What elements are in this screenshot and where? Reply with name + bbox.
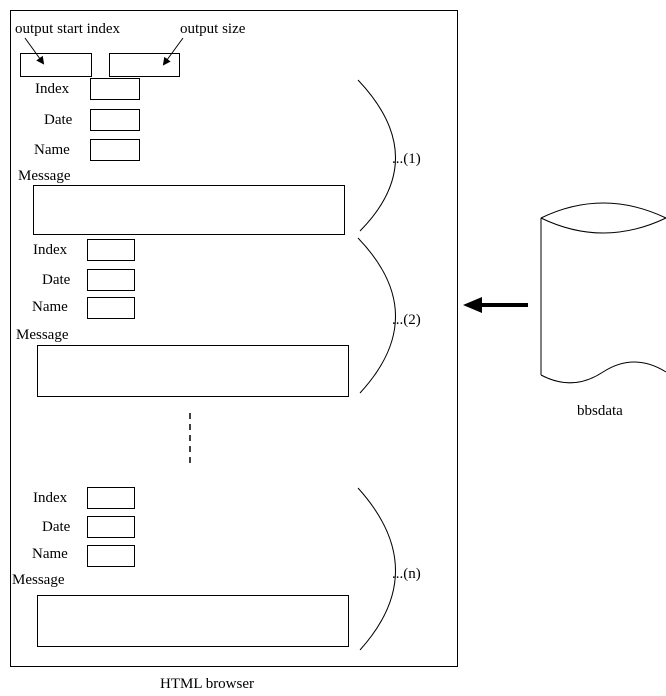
output-start-index-label: output start index <box>15 21 120 37</box>
date-label: Date <box>42 272 71 288</box>
index-field[interactable] <box>87 239 135 261</box>
message-label: Message <box>12 572 65 588</box>
date-label: Date <box>44 112 73 128</box>
message-field[interactable] <box>37 595 349 647</box>
name-label: Name <box>32 299 68 315</box>
date-field[interactable] <box>87 269 135 291</box>
entry-marker: ...(n) <box>392 566 421 582</box>
name-field[interactable] <box>90 139 140 161</box>
name-label: Name <box>34 142 70 158</box>
html-browser-frame <box>10 10 458 667</box>
date-label: Date <box>42 519 71 535</box>
entry-brace-2 <box>357 237 396 394</box>
name-field[interactable] <box>87 545 135 567</box>
entry-brace-1 <box>357 79 396 232</box>
output-start-index-field[interactable] <box>20 53 92 77</box>
browser-caption: HTML browser <box>160 676 255 692</box>
entry-brace-n <box>357 487 396 651</box>
message-field[interactable] <box>37 345 349 397</box>
message-label: Message <box>16 327 69 343</box>
index-field[interactable] <box>90 78 140 100</box>
size-pointer-arrow <box>162 37 184 66</box>
index-label: Index <box>35 81 70 97</box>
start-index-pointer-arrow <box>24 37 45 65</box>
message-label: Message <box>18 168 71 184</box>
output-size-label: output size <box>180 21 246 37</box>
index-label: Index <box>33 490 68 506</box>
entry-marker: ...(1) <box>392 151 421 167</box>
data-flow-arrow-head <box>463 297 482 313</box>
database-cylinder-icon <box>540 202 666 384</box>
message-field[interactable] <box>33 185 345 235</box>
entry-marker: ...(2) <box>392 312 421 328</box>
name-label: Name <box>32 546 68 562</box>
name-field[interactable] <box>87 297 135 319</box>
index-field[interactable] <box>87 487 135 509</box>
date-field[interactable] <box>90 109 140 131</box>
database-label: bbsdata <box>577 403 623 419</box>
date-field[interactable] <box>87 516 135 538</box>
index-label: Index <box>33 242 68 258</box>
